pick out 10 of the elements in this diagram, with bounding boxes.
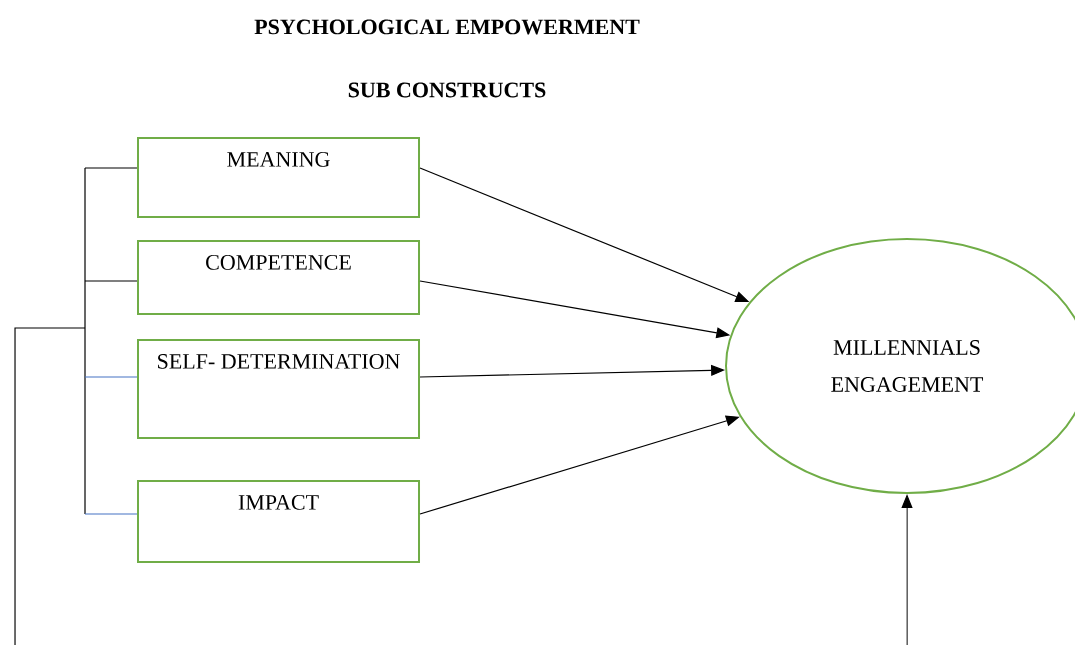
construct-box: COMPETENCE	[137, 240, 420, 315]
subtitle: SUB CONSTRUCTS	[348, 82, 546, 98]
construct-box: MEANING	[137, 137, 420, 218]
construct-box: SELF- DETERMINATION	[137, 339, 420, 439]
bracket-stub	[84, 167, 138, 169]
bracket-stub	[84, 376, 138, 378]
title: PSYCHOLOGICAL EMPOWERMENT	[254, 19, 640, 35]
bracket-stub	[84, 513, 138, 515]
bracket-stub	[84, 280, 138, 282]
construct-box: IMPACT	[137, 480, 420, 563]
